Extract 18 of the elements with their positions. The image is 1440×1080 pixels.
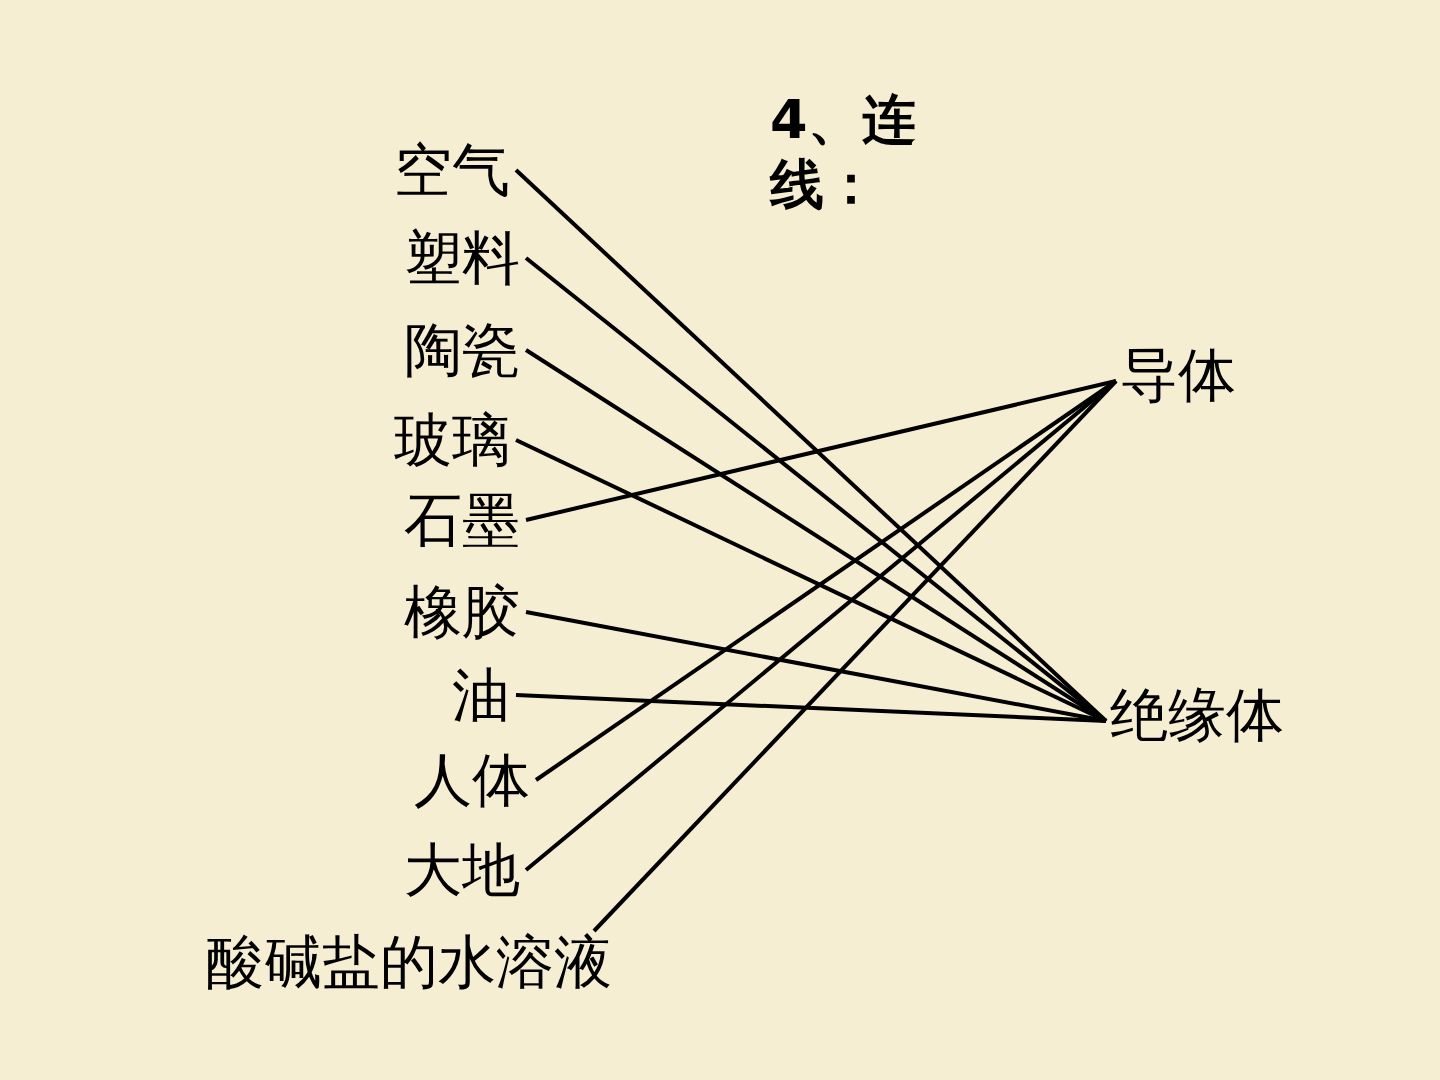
material-label: 橡胶 bbox=[404, 583, 520, 641]
title: 4、连线： bbox=[770, 88, 917, 218]
material-label: 油 bbox=[452, 666, 510, 724]
material-label: 绝缘体 bbox=[1110, 686, 1284, 744]
connecting-line bbox=[592, 379, 1118, 933]
material-label: 石墨 bbox=[404, 491, 520, 549]
material-label: 玻璃 bbox=[394, 411, 510, 469]
connecting-line bbox=[515, 693, 1107, 723]
connecting-line bbox=[525, 379, 1117, 522]
connecting-line bbox=[515, 438, 1107, 723]
material-label: 酸碱盐的水溶液 bbox=[206, 933, 612, 991]
material-label: 导体 bbox=[1120, 346, 1236, 404]
connecting-line bbox=[524, 379, 1118, 872]
material-label: 大地 bbox=[404, 841, 520, 899]
material-label: 人体 bbox=[414, 751, 530, 809]
material-label: 空气 bbox=[394, 141, 510, 199]
material-label: 陶瓷 bbox=[404, 321, 520, 379]
material-label: 塑料 bbox=[404, 229, 520, 287]
